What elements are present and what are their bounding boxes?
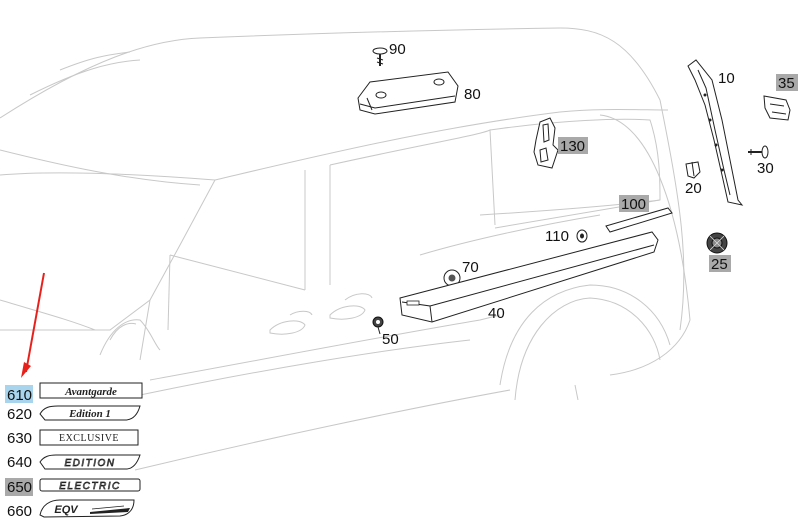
callout-640[interactable]: 640: [7, 454, 32, 471]
badge-660-eqv[interactable]: EQV: [39, 499, 135, 518]
part-40-side-moulding[interactable]: [399, 231, 659, 323]
callout-90[interactable]: 90: [389, 41, 406, 58]
part-10-pillar-trim[interactable]: [687, 59, 744, 206]
part-50-clip[interactable]: [372, 316, 384, 335]
red-pointer-arrow: [21, 272, 45, 378]
badge-630-exclusive[interactable]: EXCLUSIVE: [39, 429, 139, 446]
callout-110[interactable]: 110: [545, 228, 569, 245]
callout-25[interactable]: 25: [711, 256, 728, 273]
callout-20[interactable]: 20: [685, 180, 702, 197]
callout-35-highlight: [776, 74, 798, 91]
part-30-push-pin[interactable]: [748, 145, 769, 159]
callout-650[interactable]: 650: [7, 479, 32, 496]
vehicle-outline: [0, 27, 691, 471]
part-110-clip[interactable]: [576, 229, 588, 243]
callout-610[interactable]: 610: [7, 387, 32, 404]
badge-640-label: EDITION: [64, 458, 115, 469]
callout-35[interactable]: 35: [778, 75, 795, 92]
badge-610-avantgarde[interactable]: Avantgarde: [39, 382, 143, 399]
part-20-clip[interactable]: [685, 161, 701, 179]
badge-650-electric[interactable]: ELECTRIC: [39, 478, 141, 492]
badge-620-label: Edition 1: [68, 408, 111, 420]
callout-80[interactable]: 80: [464, 86, 481, 103]
badge-650-label: ELECTRIC: [59, 481, 120, 492]
callout-620[interactable]: 620: [7, 406, 32, 423]
callout-100-highlight: [619, 195, 649, 212]
part-25-grommet[interactable]: [706, 232, 728, 254]
callout-130-highlight: [558, 137, 588, 154]
callout-660[interactable]: 660: [7, 503, 32, 520]
callout-130[interactable]: 130: [560, 138, 585, 155]
badge-630-label: EXCLUSIVE: [59, 433, 119, 444]
callout-610-highlight: [5, 385, 33, 403]
callout-50[interactable]: 50: [382, 331, 399, 348]
part-35-clip[interactable]: [763, 95, 791, 121]
badge-610-label: Avantgarde: [64, 386, 117, 398]
callout-650-highlight: [5, 478, 33, 496]
badge-660-label: EQV: [54, 504, 79, 516]
part-80-roof-cap[interactable]: [357, 71, 459, 115]
callout-630[interactable]: 630: [7, 430, 32, 447]
callout-70[interactable]: 70: [462, 259, 479, 276]
callout-100[interactable]: 100: [621, 196, 646, 213]
part-100-moulding-strip[interactable]: [605, 207, 673, 233]
badge-640-edition[interactable]: EDITION: [39, 454, 141, 470]
callout-10[interactable]: 10: [718, 70, 735, 87]
callout-30[interactable]: 30: [757, 160, 774, 177]
part-130-bracket[interactable]: [533, 117, 559, 169]
part-90-screw[interactable]: [372, 47, 388, 66]
callout-25-highlight: [709, 255, 731, 272]
callout-40[interactable]: 40: [488, 305, 505, 322]
badge-620-edition-1[interactable]: Edition 1: [39, 405, 141, 421]
